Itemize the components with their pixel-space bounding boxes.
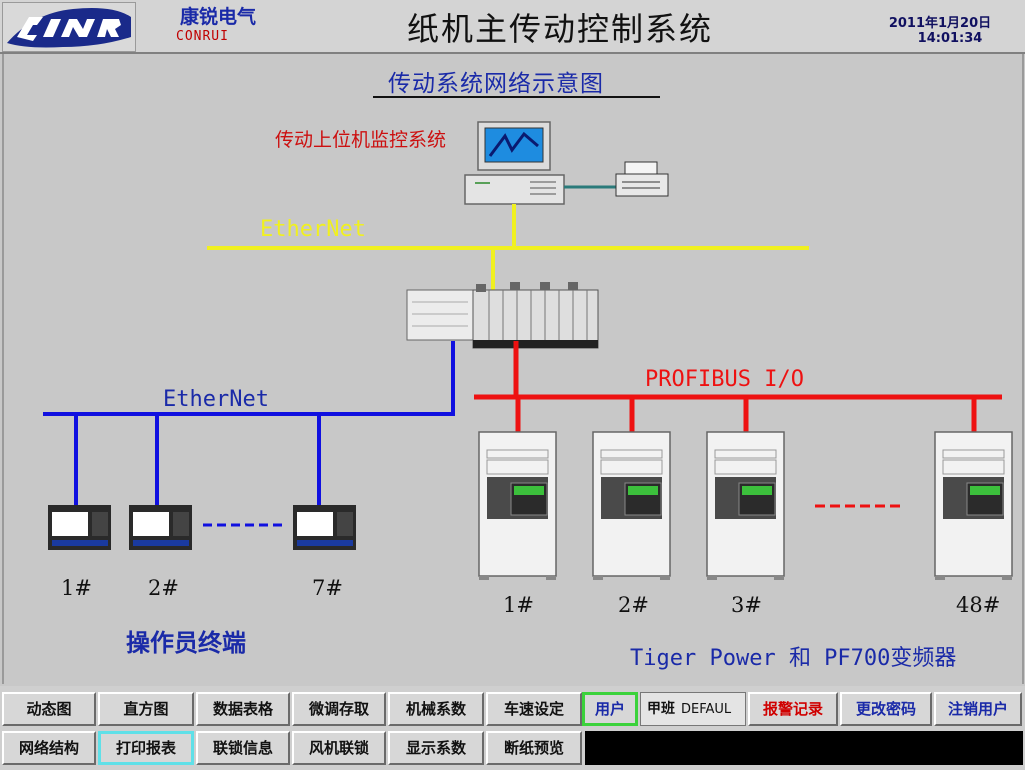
shift-user: DEFAUL	[681, 702, 732, 717]
change-password-button[interactable]: 更改密码	[840, 692, 932, 726]
terminal-7-label: 7#	[312, 576, 343, 600]
diagram-title: 传动系统网络示意图	[388, 71, 604, 97]
drives-caption: Tiger Power 和 PF700变频器	[630, 646, 956, 671]
company-name-en: CONRUI	[176, 29, 229, 44]
time-display: 14:01:34	[917, 31, 983, 46]
drive-3-icon	[706, 431, 785, 580]
nav-network-structure-button[interactable]: 网络结构	[2, 731, 96, 765]
terminal-1-label: 1#	[61, 576, 92, 600]
nav-fan-interlock-button[interactable]: 风机联锁	[292, 731, 386, 765]
drive-2-label: 2#	[618, 593, 649, 617]
status-message-bar	[585, 731, 1023, 765]
nav-data-table-button[interactable]: 数据表格	[196, 692, 290, 726]
ethernet-left-label: EtherNet	[163, 387, 269, 412]
drive-1-label: 1#	[503, 593, 534, 617]
monitor-system-label: 传动上位机监控系统	[275, 129, 446, 151]
alarm-log-button[interactable]: 报警记录	[748, 692, 838, 726]
drive-2-icon	[592, 431, 671, 580]
terminal-2-label: 2#	[148, 576, 179, 600]
date-display: 2011年1月20日	[888, 16, 992, 31]
pc-workstation-icon	[464, 121, 565, 205]
network-diagram: 传动上位机监控系统 EtherNet	[43, 121, 1013, 671]
nav-mechanical-coef-button[interactable]: 机械系数	[388, 692, 484, 726]
ethernet-left-bus	[43, 341, 455, 416]
operator-terminal-1-icon	[48, 505, 111, 550]
shift-name: 甲班	[647, 701, 675, 717]
shift-user-display: 甲班 DEFAUL	[640, 692, 746, 726]
plc-rack-icon	[406, 282, 599, 349]
nav-histogram-button[interactable]: 直方图	[98, 692, 194, 726]
operator-terminal-7-icon	[293, 505, 356, 550]
user-button[interactable]: 用户	[582, 692, 638, 726]
operator-terminal-2-icon	[129, 505, 192, 550]
nav-display-coef-button[interactable]: 显示系数	[388, 731, 484, 765]
terminals-caption: 操作员终端	[126, 629, 246, 657]
nav-break-preview-button[interactable]: 断纸预览	[486, 731, 582, 765]
logout-user-button[interactable]: 注销用户	[934, 692, 1022, 726]
nav-interlock-info-button[interactable]: 联锁信息	[196, 731, 290, 765]
printer-icon	[615, 161, 669, 197]
nav-dynamic-view-button[interactable]: 动态图	[2, 692, 96, 726]
profibus-label: PROFIBUS I/O	[645, 367, 804, 392]
company-name-cn: 康锐电气	[180, 6, 257, 28]
drive-48-icon	[934, 431, 1013, 580]
ethernet-top-label: EtherNet	[260, 217, 366, 242]
system-title: 纸机主传动控制系统	[406, 10, 713, 48]
header-bar: 康锐电气 CONRUI 纸机主传动控制系统 2011年1月20日 14:01:3…	[0, 0, 1025, 54]
drive-1-icon	[478, 431, 557, 580]
nav-fine-tune-button[interactable]: 微调存取	[292, 692, 386, 726]
drive-48-label: 48#	[956, 593, 1000, 617]
nav-speed-setting-button[interactable]: 车速设定	[486, 692, 582, 726]
drive-3-label: 3#	[731, 593, 762, 617]
conrui-logo	[2, 2, 136, 52]
title-underline	[373, 96, 660, 98]
logo-graphic	[7, 8, 131, 48]
print-report-button[interactable]: 打印报表	[98, 731, 194, 765]
